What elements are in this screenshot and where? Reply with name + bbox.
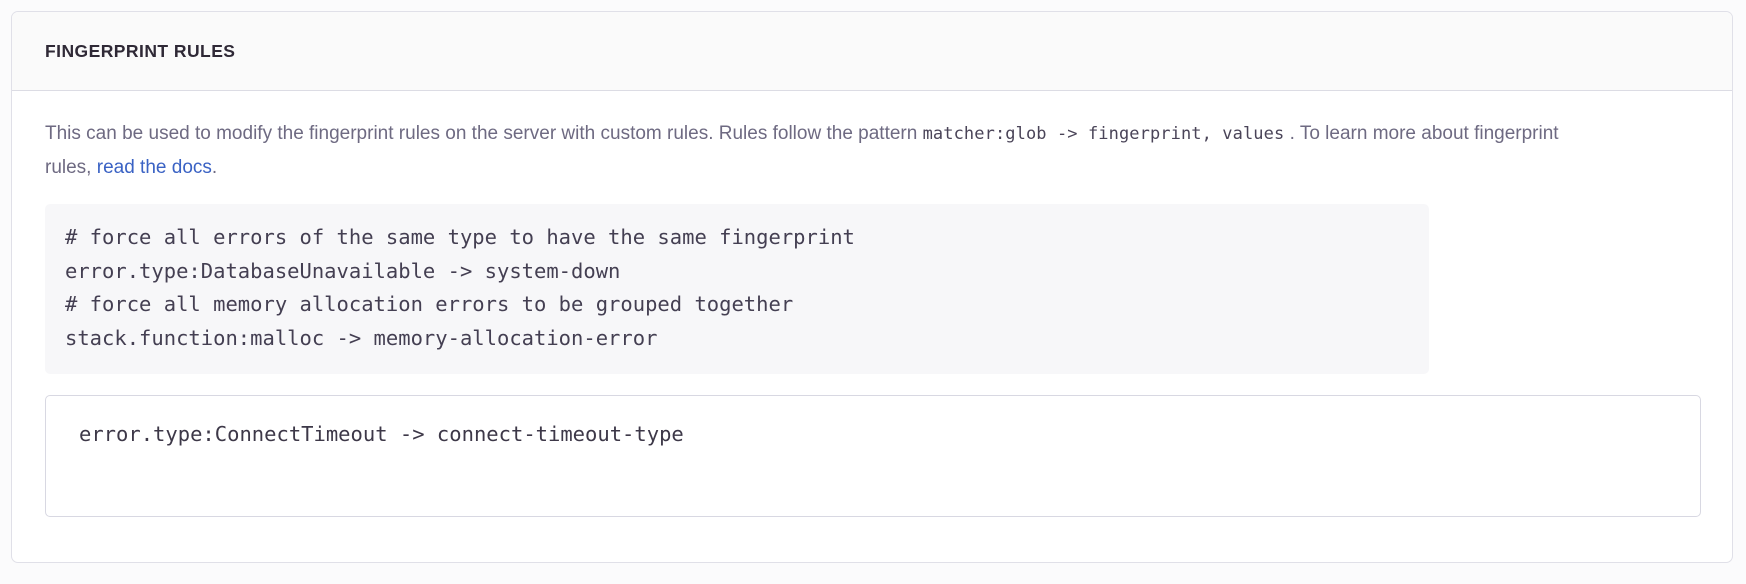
code-line: stack.function:malloc -> memory-allocati… <box>65 325 658 350</box>
description-text: This can be used to modify the fingerpri… <box>45 117 1575 184</box>
description-middle: . To learn more about fingerprint rules, <box>45 123 1559 178</box>
code-sample-block: # force all errors of the same type to h… <box>45 204 1429 374</box>
inline-code-pattern: matcher:glob -> fingerprint, values <box>922 124 1285 144</box>
panel-body: This can be used to modify the fingerpri… <box>12 91 1732 517</box>
read-the-docs-link[interactable]: read the docs <box>96 157 212 178</box>
description-end: . <box>211 157 218 178</box>
fingerprint-rules-panel: FINGERPRINT RULES This can be used to mo… <box>11 11 1733 563</box>
code-line: error.type:DatabaseUnavailable -> system… <box>65 258 621 283</box>
fingerprint-rules-input[interactable] <box>45 395 1701 517</box>
panel-header: FINGERPRINT RULES <box>12 12 1732 91</box>
code-line: # force all errors of the same type to h… <box>65 225 855 249</box>
description-intro: This can be used to modify the fingerpri… <box>45 123 923 144</box>
page-title: FINGERPRINT RULES <box>45 40 236 61</box>
code-line: # force all memory allocation errors to … <box>65 292 794 316</box>
